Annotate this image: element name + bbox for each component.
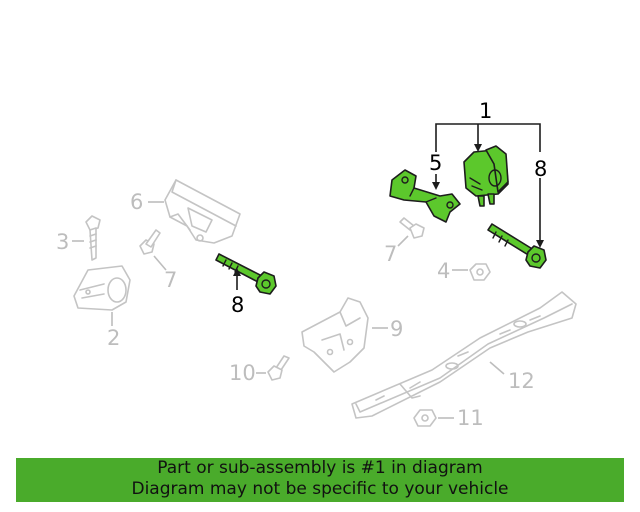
callout-7-left[interactable]: 7 — [164, 268, 177, 292]
part-7-bolt-left[interactable] — [139, 229, 161, 255]
part-7-bolt-right[interactable] — [399, 217, 425, 239]
parts-diagram: 6 3 7 2 8 1 5 — [56, 99, 577, 430]
callout-8-right[interactable]: 8 — [534, 157, 547, 181]
part-8-bolt-right[interactable] — [487, 223, 547, 269]
part-8-bolt-left[interactable] — [215, 253, 277, 295]
info-banner: Part or sub-assembly is #1 in diagram Di… — [16, 458, 624, 502]
part-11-nut[interactable] — [413, 409, 437, 427]
callout-5[interactable]: 5 — [429, 151, 442, 175]
callout-6[interactable]: 6 — [130, 190, 143, 214]
callout-1[interactable]: 1 — [479, 99, 492, 123]
part-10-bolt[interactable] — [267, 355, 290, 381]
callout-8-left[interactable]: 8 — [231, 293, 244, 317]
part-2-mount[interactable] — [73, 265, 131, 311]
callout-3[interactable]: 3 — [56, 230, 69, 254]
part-5-bracket[interactable] — [389, 169, 461, 223]
callout-4[interactable]: 4 — [437, 259, 450, 283]
callout-9[interactable]: 9 — [390, 317, 403, 341]
banner-line-1: Part or sub-assembly is #1 in diagram — [157, 458, 483, 478]
part-12-crossmember[interactable] — [351, 291, 577, 419]
part-6-bracket[interactable] — [164, 179, 241, 244]
callout-7-right[interactable]: 7 — [384, 242, 397, 266]
callout-12[interactable]: 12 — [508, 369, 535, 393]
part-4-nut[interactable] — [469, 263, 491, 281]
part-1-mount[interactable] — [463, 145, 509, 207]
callout-10[interactable]: 10 — [229, 361, 256, 385]
banner-line-2: Diagram may not be specific to your vehi… — [131, 479, 509, 499]
part-3-bolt[interactable] — [85, 215, 101, 261]
callout-11[interactable]: 11 — [457, 406, 484, 430]
part-9-bracket[interactable] — [301, 297, 369, 373]
callout-2[interactable]: 2 — [107, 326, 120, 350]
